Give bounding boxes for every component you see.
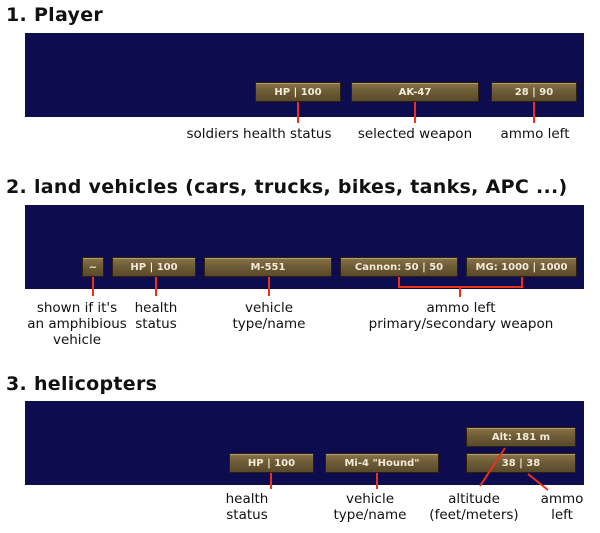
- pointer-line: [92, 277, 94, 296]
- land-mg-ammo-box: MG: 1000 | 1000: [466, 257, 577, 277]
- heli-hp-box: HP | 100: [229, 453, 314, 473]
- pointer-line: [533, 102, 535, 123]
- player-hp-caption: soldiers health status: [186, 126, 332, 142]
- land-vehicle-name-caption: vehicle type/name: [228, 300, 310, 332]
- caption-line: primary/secondary weapon: [368, 316, 554, 332]
- amphibious-caption: shown if it's an amphibious vehicle: [22, 300, 132, 348]
- land-vehicle-name-box: M-551: [204, 257, 332, 277]
- pointer-line: [155, 277, 157, 296]
- land-hp-box: HP | 100: [112, 257, 196, 277]
- caption-line: status: [226, 507, 268, 523]
- heli-name-caption: vehicle type/name: [326, 491, 414, 523]
- player-hp-box: HP | 100: [255, 82, 341, 102]
- land-hp-caption: health status: [132, 300, 180, 332]
- caption-line: vehicle: [52, 332, 102, 348]
- caption-line: (feet/meters): [429, 507, 519, 523]
- player-ammo-box: 28 | 90: [491, 82, 577, 102]
- player-ammo-caption: ammo left: [500, 126, 570, 142]
- pointer-line: [376, 473, 378, 489]
- pointer-line: [414, 102, 416, 123]
- caption-line: shown if it's: [36, 300, 118, 316]
- pointer-line: [268, 277, 270, 296]
- pointer-line: [270, 473, 272, 489]
- caption-line: health: [134, 300, 178, 316]
- altitude-pointer-line: [479, 447, 506, 487]
- heli-hp-caption: health status: [212, 491, 282, 523]
- caption-line: vehicle: [244, 300, 294, 316]
- caption-line: ammo left: [426, 300, 496, 316]
- caption-line: altitude: [448, 491, 500, 507]
- caption-line: type/name: [333, 507, 407, 523]
- heli-ammo-box: 38 | 38: [466, 453, 576, 473]
- caption-line: status: [135, 316, 177, 332]
- caption-line: ammo: [540, 491, 584, 507]
- pointer-line: [398, 277, 400, 288]
- heli-altitude-caption: altitude (feet/meters): [421, 491, 527, 523]
- land-ammo-caption: ammo left primary/secondary weapon: [356, 300, 566, 332]
- heli-name-box: Mi-4 "Hound": [325, 453, 439, 473]
- player-hud-panel: [25, 33, 584, 117]
- player-weapon-box: AK-47: [351, 82, 479, 102]
- caption-line: type/name: [232, 316, 306, 332]
- heli-ammo-pointer-line: [527, 473, 549, 491]
- pointer-line: [521, 277, 523, 288]
- section-heading-player: 1. Player: [6, 4, 104, 26]
- heli-altitude-box: Alt: 181 m: [466, 427, 576, 447]
- land-cannon-ammo-box: Cannon: 50 | 50: [340, 257, 458, 277]
- amphibious-indicator-box: ~: [82, 257, 104, 277]
- player-weapon-caption: selected weapon: [357, 126, 473, 142]
- caption-line: an amphibious: [27, 316, 127, 332]
- section-heading-helicopters: 3. helicopters: [6, 373, 158, 395]
- section-heading-land-vehicles: 2. land vehicles (cars, trucks, bikes, t…: [6, 176, 568, 198]
- pointer-line: [297, 102, 299, 123]
- heli-ammo-caption: ammo left: [533, 491, 591, 523]
- caption-line: health: [225, 491, 269, 507]
- caption-line: vehicle: [345, 491, 395, 507]
- caption-line: left: [551, 507, 573, 523]
- pointer-line: [459, 286, 461, 297]
